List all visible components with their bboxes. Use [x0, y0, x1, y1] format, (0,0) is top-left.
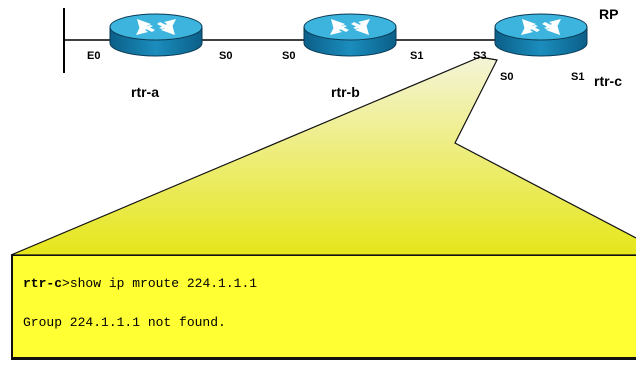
rtr-c-port-s0: S0 — [500, 71, 513, 83]
console-output-line: Group 224.1.1.1 not found. — [23, 315, 226, 330]
rtr-c-label: rtr-c — [594, 73, 622, 89]
console-command-line: rtr-c>show ip mroute 224.1.1.1 — [23, 276, 257, 291]
router-c-icon — [494, 13, 588, 57]
rp-badge: RP — [599, 6, 618, 22]
rtr-b-port-s1: S1 — [410, 50, 423, 62]
rtr-a-port-s0: S0 — [219, 50, 232, 62]
router-b-icon — [303, 13, 397, 57]
router-a-icon — [109, 13, 203, 57]
rtr-a-label: rtr-a — [131, 84, 159, 100]
rtr-a-port-e0: E0 — [87, 50, 100, 62]
console-command: >show ip mroute 224.1.1.1 — [62, 276, 258, 291]
console-output-panel: rtr-c>show ip mroute 224.1.1.1 Group 224… — [11, 255, 636, 360]
console-prompt-host: rtr-c — [23, 276, 63, 291]
rtr-c-port-s3: S3 — [473, 50, 486, 62]
callout-balloon — [10, 56, 636, 256]
rtr-b-label: rtr-b — [331, 84, 360, 100]
rtr-b-port-s0: S0 — [282, 50, 295, 62]
rtr-c-port-s1: S1 — [571, 71, 584, 83]
